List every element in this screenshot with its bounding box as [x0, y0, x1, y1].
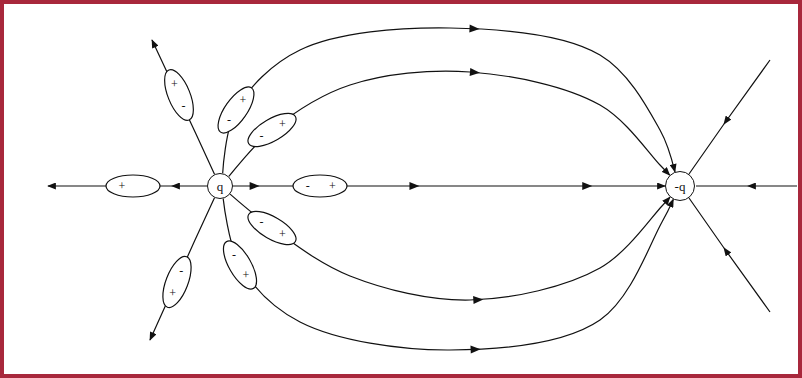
- dipole-molecule: +: [105, 174, 161, 198]
- point-charge: -q: [665, 171, 695, 201]
- dipole-molecule: -+: [216, 235, 265, 295]
- dipole-molecule: +-: [242, 106, 302, 155]
- charge-sign: +: [169, 287, 176, 299]
- charge-label: q: [217, 180, 224, 193]
- dipole-molecule: +-: [157, 65, 200, 126]
- molecule-outline: [216, 235, 265, 295]
- field-arrow: [250, 182, 260, 190]
- molecule-outline: [156, 252, 198, 313]
- charge-label: -q: [675, 180, 686, 193]
- molecule-outline: [242, 106, 302, 155]
- field-line: [230, 194, 670, 300]
- charge-sign: -: [306, 180, 310, 192]
- field-line: [689, 198, 770, 312]
- charge-sign: -: [259, 216, 263, 228]
- field-line: [152, 40, 215, 174]
- charge-sign: -: [182, 100, 186, 112]
- point-charge: q: [207, 173, 233, 199]
- charge-sign: +: [118, 180, 125, 192]
- field-arrow: [470, 68, 481, 77]
- charge-sign: -: [232, 248, 236, 260]
- field-arrow: [473, 295, 483, 304]
- field-arrow: [469, 24, 479, 32]
- charge-sign: -: [227, 114, 231, 126]
- field-line: [223, 28, 675, 173]
- charge-sign: -: [179, 264, 183, 276]
- field-line: [223, 199, 673, 350]
- charge-sign: +: [240, 94, 247, 106]
- field-line: [150, 198, 215, 340]
- field-line: [689, 60, 770, 174]
- charge-sign: +: [279, 118, 286, 130]
- charge-sign: +: [171, 78, 178, 90]
- charge-sign: +: [329, 180, 336, 192]
- field-arrow: [470, 345, 480, 353]
- charge-sign: +: [243, 270, 250, 282]
- dipole-molecule: -+: [242, 204, 302, 253]
- molecule-outline: [157, 65, 200, 126]
- molecule-outline: [105, 174, 161, 198]
- field-line: [229, 71, 670, 176]
- dipole-molecule: -+: [292, 174, 348, 198]
- molecule-outline: [242, 204, 302, 253]
- field-arrow: [582, 182, 592, 190]
- field-arrow: [409, 182, 419, 190]
- charge-sign: +: [279, 228, 286, 240]
- molecule-outline: [292, 174, 348, 198]
- dipole-molecule: -+: [156, 252, 198, 313]
- field-line: [696, 185, 797, 186]
- charge-sign: -: [259, 130, 263, 142]
